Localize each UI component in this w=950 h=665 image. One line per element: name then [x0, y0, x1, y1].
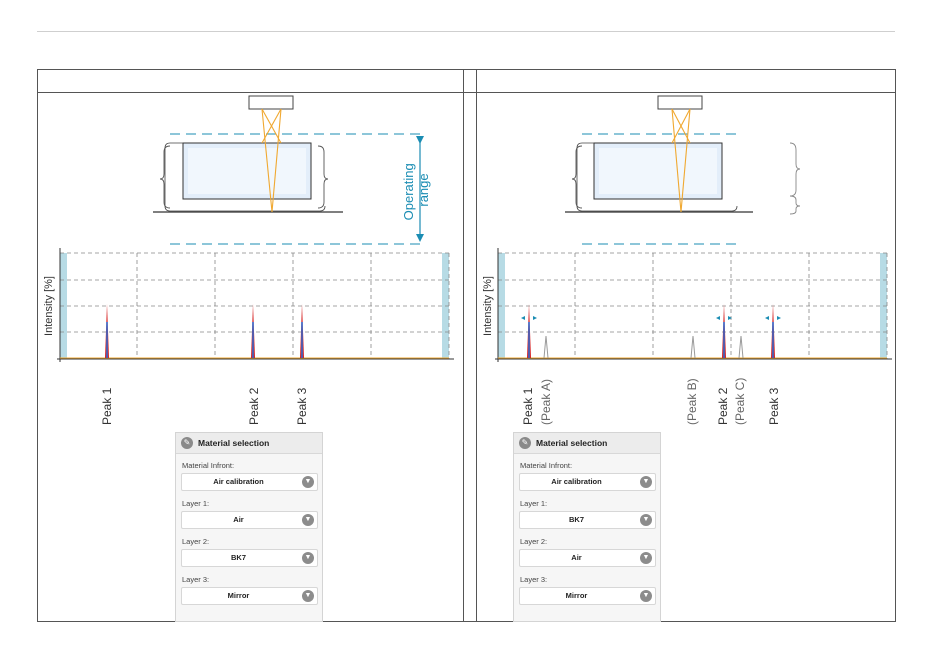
peak-label-c: (Peak C) [733, 378, 747, 425]
figure-frame [37, 69, 896, 622]
holder-bracket [576, 142, 738, 212]
header-divider [37, 92, 896, 93]
layer-2-label: Layer 2: [520, 537, 548, 546]
brace-left [571, 145, 583, 209]
layer-3-value: Mirror [227, 591, 250, 600]
peak-1 [105, 304, 109, 358]
layer-1-value: Air [233, 515, 244, 524]
peak-1 [527, 304, 531, 358]
material-selection-title: Material selection [198, 438, 270, 448]
material-selection-panel-right: ✎ Material selection Material Infront: A… [513, 432, 661, 622]
peak-label-b: (Peak B) [685, 378, 699, 425]
peak-2 [251, 304, 255, 358]
brace-right-upper [789, 142, 801, 197]
peak-label-1: Peak 1 [521, 387, 535, 425]
pencil-icon: ✎ [181, 437, 193, 449]
left-spectrum-chart: Intensity [%] Peak 1 Peak 2 Peak 3 [43, 248, 454, 425]
layer-1-label: Layer 1: [182, 499, 210, 508]
material-infront-select[interactable]: Air calibration ▼ [181, 473, 318, 491]
chevron-down-icon[interactable]: ▼ [640, 476, 652, 488]
ghost-peak-a [543, 335, 549, 359]
material-infront-value: Air calibration [551, 477, 602, 486]
brace-right-lower [789, 195, 801, 215]
pencil-icon: ✎ [519, 437, 531, 449]
peak-label-a: (Peak A) [539, 379, 553, 425]
y-axis-label: Intensity [%] [43, 276, 55, 336]
material-infront-select[interactable]: Air calibration ▼ [519, 473, 656, 491]
material-selection-panel-left: ✎ Material selection Material Infront: A… [175, 432, 323, 622]
layer-2-value: BK7 [230, 553, 246, 562]
layer-3-select[interactable]: Mirror ▼ [181, 587, 318, 605]
chevron-down-icon[interactable]: ▼ [640, 514, 652, 526]
layer-1-select[interactable]: BK7 ▼ [519, 511, 656, 529]
layer-3-label: Layer 3: [520, 575, 548, 584]
operating-range-label: Operating range [401, 160, 431, 221]
chevron-down-icon[interactable]: ▼ [302, 590, 314, 602]
peak-label-1: Peak 1 [100, 387, 114, 425]
peak-label-2: Peak 2 [716, 387, 730, 425]
light-beam [671, 108, 691, 213]
glass-sample-inner [188, 148, 306, 194]
chevron-down-icon[interactable]: ▼ [302, 552, 314, 564]
layer-1-value: BK7 [568, 515, 584, 524]
chevron-down-icon[interactable]: ▼ [640, 590, 652, 602]
peak-3 [771, 304, 775, 358]
ghost-peak-c [738, 335, 744, 359]
right-setup-illustration [565, 95, 801, 245]
peak-3 [300, 304, 304, 358]
material-selection-title: Material selection [536, 438, 608, 448]
chevron-down-icon[interactable]: ▼ [640, 552, 652, 564]
layer-2-label: Layer 2: [182, 537, 210, 546]
sensor-head [657, 95, 703, 110]
layer-1-select[interactable]: Air ▼ [181, 511, 318, 529]
layer-3-label: Layer 3: [182, 575, 210, 584]
peak-2 [722, 304, 726, 358]
right-spectrum-chart: Intensity [%] Peak 1 (Peak A) (Peak B) P… [482, 248, 892, 425]
shift-arrows [521, 316, 781, 320]
material-infront-label: Material Infront: [182, 461, 235, 470]
peak-label-2: Peak 2 [247, 387, 261, 425]
brace-left [159, 145, 171, 209]
chart-grid [498, 252, 888, 359]
brace-right [317, 145, 329, 209]
material-selection-header: ✎ Material selection [176, 433, 322, 454]
chevron-down-icon[interactable]: ▼ [302, 476, 314, 488]
layer-2-select[interactable]: Air ▼ [519, 549, 656, 567]
chevron-down-icon[interactable]: ▼ [302, 514, 314, 526]
peak-label-3: Peak 3 [295, 387, 309, 425]
layer-3-select[interactable]: Mirror ▼ [519, 587, 656, 605]
holder-bracket [164, 142, 326, 212]
layer-2-value: Air [571, 553, 582, 562]
layer-2-select[interactable]: BK7 ▼ [181, 549, 318, 567]
material-infront-value: Air calibration [213, 477, 264, 486]
sensor-head [248, 95, 294, 110]
light-beam [261, 108, 282, 213]
material-infront-label: Material Infront: [520, 461, 573, 470]
layer-3-value: Mirror [565, 591, 588, 600]
layer-1-label: Layer 1: [520, 499, 548, 508]
column-divider-left [463, 69, 464, 622]
left-setup-illustration: Operating range [153, 95, 431, 245]
top-rule [37, 31, 895, 32]
y-axis-label: Intensity [%] [482, 276, 494, 336]
column-divider-right [476, 69, 477, 622]
material-selection-header: ✎ Material selection [514, 433, 660, 454]
peak-label-3: Peak 3 [767, 387, 781, 425]
ghost-peak-b [690, 335, 696, 359]
chart-grid [60, 252, 450, 359]
glass-sample-inner [599, 148, 717, 194]
